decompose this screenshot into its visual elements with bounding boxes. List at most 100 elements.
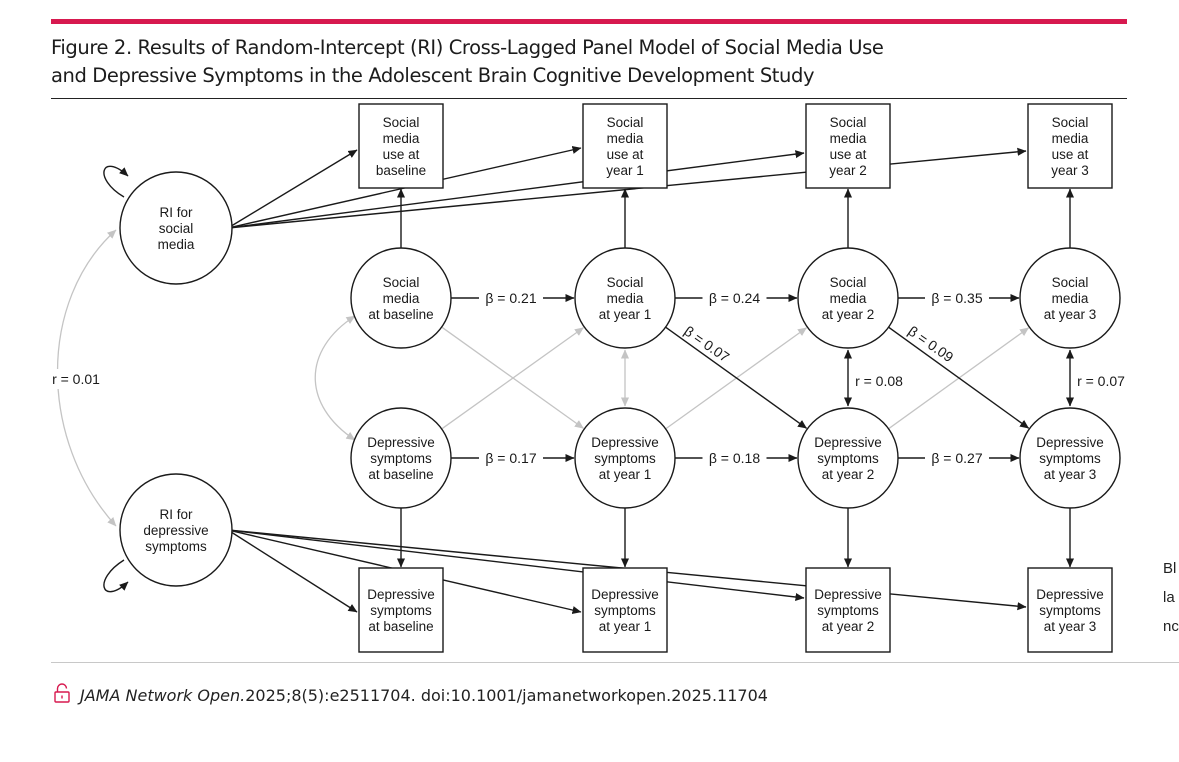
depressive-autoregressive-label: β = 0.27 bbox=[931, 450, 982, 466]
observed-social-box-text: media bbox=[607, 131, 644, 146]
ri-correlation-label: r = 0.01 bbox=[52, 371, 100, 387]
cropped-text-line: nc bbox=[1163, 618, 1179, 635]
observed-depressive-box-text: at year 2 bbox=[822, 619, 875, 634]
depressive-autoregressive-label: β = 0.17 bbox=[485, 450, 536, 466]
observed-depressive-box-text: symptoms bbox=[817, 603, 879, 618]
social-autoregressive-label-bg bbox=[925, 288, 989, 308]
latent-social-node-text: Social bbox=[607, 275, 644, 290]
ri-social-loading bbox=[227, 150, 805, 229]
ri-correlation-label-bg bbox=[45, 369, 107, 389]
latent-depressive-node-text: at year 2 bbox=[822, 467, 875, 482]
latent-depressive-node-text: at baseline bbox=[368, 467, 433, 482]
latent-depressive-node-text: at year 1 bbox=[599, 467, 652, 482]
social-to-depressive-crosslag bbox=[665, 326, 807, 429]
observed-depressive-box-text: symptoms bbox=[370, 603, 432, 618]
latent-social-node-text: Social bbox=[383, 275, 420, 290]
latent-depressive-node-text: at year 3 bbox=[1044, 467, 1097, 482]
observed-social-box-text: Social bbox=[383, 115, 420, 130]
ri-social-media-node-text: social bbox=[159, 221, 194, 236]
latent-depressive-node-text: Depressive bbox=[591, 435, 659, 450]
latent-social-node-text: at year 1 bbox=[599, 307, 652, 322]
latent-social-node-text: at baseline bbox=[368, 307, 433, 322]
observed-depressive-box-text: symptoms bbox=[594, 603, 656, 618]
observed-depressive-box-text: symptoms bbox=[1039, 603, 1101, 618]
social-to-depressive-crosslag bbox=[888, 326, 1030, 429]
depressive-autoregressive-label: β = 0.18 bbox=[709, 450, 760, 466]
footer-divider bbox=[51, 662, 1179, 663]
depressive-autoregressive-label-bg bbox=[925, 448, 989, 468]
significant-paths bbox=[103, 145, 1075, 615]
ri-social-media-node-text: media bbox=[158, 237, 195, 252]
ri-depressive-node-text: RI for bbox=[159, 507, 193, 522]
figure-title-line-2: and Depressive Symptoms in the Adolescen… bbox=[51, 64, 815, 87]
observed-social-box-text: year 3 bbox=[1051, 163, 1089, 178]
latent-social-node-text: media bbox=[1052, 291, 1089, 306]
cropped-text-line: la bbox=[1163, 589, 1175, 606]
observed-depressive-box-text: Depressive bbox=[1036, 587, 1104, 602]
ri-depressive-node-text: depressive bbox=[143, 523, 208, 538]
observed-depressive-box-text: at baseline bbox=[368, 619, 433, 634]
observed-social-box-text: Social bbox=[607, 115, 644, 130]
latent-depressive-node-text: symptoms bbox=[370, 451, 432, 466]
latent-social-node-text: Social bbox=[830, 275, 867, 290]
observed-social-box-text: use at bbox=[830, 147, 867, 162]
ri-social-loading bbox=[227, 149, 358, 229]
citation-reference: 2025;8(5):e2511704. doi:10.1001/jamanetw… bbox=[245, 685, 768, 705]
baseline-correlation-curve bbox=[314, 315, 356, 441]
social-autoregressive-label: β = 0.35 bbox=[931, 290, 982, 306]
observed-social-box-text: use at bbox=[607, 147, 644, 162]
observed-depressive-box-text: Depressive bbox=[367, 587, 435, 602]
ri-depressive-loading bbox=[227, 529, 358, 613]
ri-depressive-variance-loop bbox=[103, 559, 129, 593]
social-autoregressive-label: β = 0.24 bbox=[709, 290, 760, 306]
observed-social-box-text: media bbox=[1052, 131, 1089, 146]
figure-title-line-1: Figure 2. Results of Random-Intercept (R… bbox=[51, 36, 884, 59]
observed-social-box-text: year 2 bbox=[829, 163, 867, 178]
observed-social-box-text: media bbox=[383, 131, 420, 146]
unlock-icon bbox=[54, 683, 70, 707]
latent-depressive-node-text: symptoms bbox=[1039, 451, 1101, 466]
latent-depressive-node-text: Depressive bbox=[367, 435, 435, 450]
title-divider bbox=[51, 98, 1127, 99]
observed-depressive-box-text: at year 3 bbox=[1044, 619, 1097, 634]
year3-correlation-label: r = 0.07 bbox=[1077, 373, 1125, 389]
latent-depressive-node-text: Depressive bbox=[1036, 435, 1104, 450]
latent-social-node-text: media bbox=[607, 291, 644, 306]
ri-depressive-node-text: symptoms bbox=[145, 539, 207, 554]
observed-social-box-text: Social bbox=[1052, 115, 1089, 130]
observed-social-box-text: media bbox=[830, 131, 867, 146]
observed-social-box-text: Social bbox=[830, 115, 867, 130]
figure-title: Figure 2. Results of Random-Intercept (R… bbox=[51, 34, 1127, 90]
latent-depressive-node-text: Depressive bbox=[814, 435, 882, 450]
crosslag-year2-label: β = 0.09 bbox=[905, 323, 956, 366]
accent-bar bbox=[51, 19, 1127, 24]
latent-social-node-text: media bbox=[830, 291, 867, 306]
ri-social-media-node-text: RI for bbox=[159, 205, 193, 220]
cropped-text-line: Bl bbox=[1163, 560, 1177, 577]
observed-depressive-box-text: Depressive bbox=[591, 587, 659, 602]
latent-depressive-node-text: symptoms bbox=[594, 451, 656, 466]
observed-depressive-box-text: Depressive bbox=[814, 587, 882, 602]
year2-correlation-label: r = 0.08 bbox=[855, 373, 903, 389]
ri-social-variance-loop bbox=[103, 165, 129, 198]
social-autoregressive-label: β = 0.21 bbox=[485, 290, 536, 306]
latent-social-node-text: Social bbox=[1052, 275, 1089, 290]
